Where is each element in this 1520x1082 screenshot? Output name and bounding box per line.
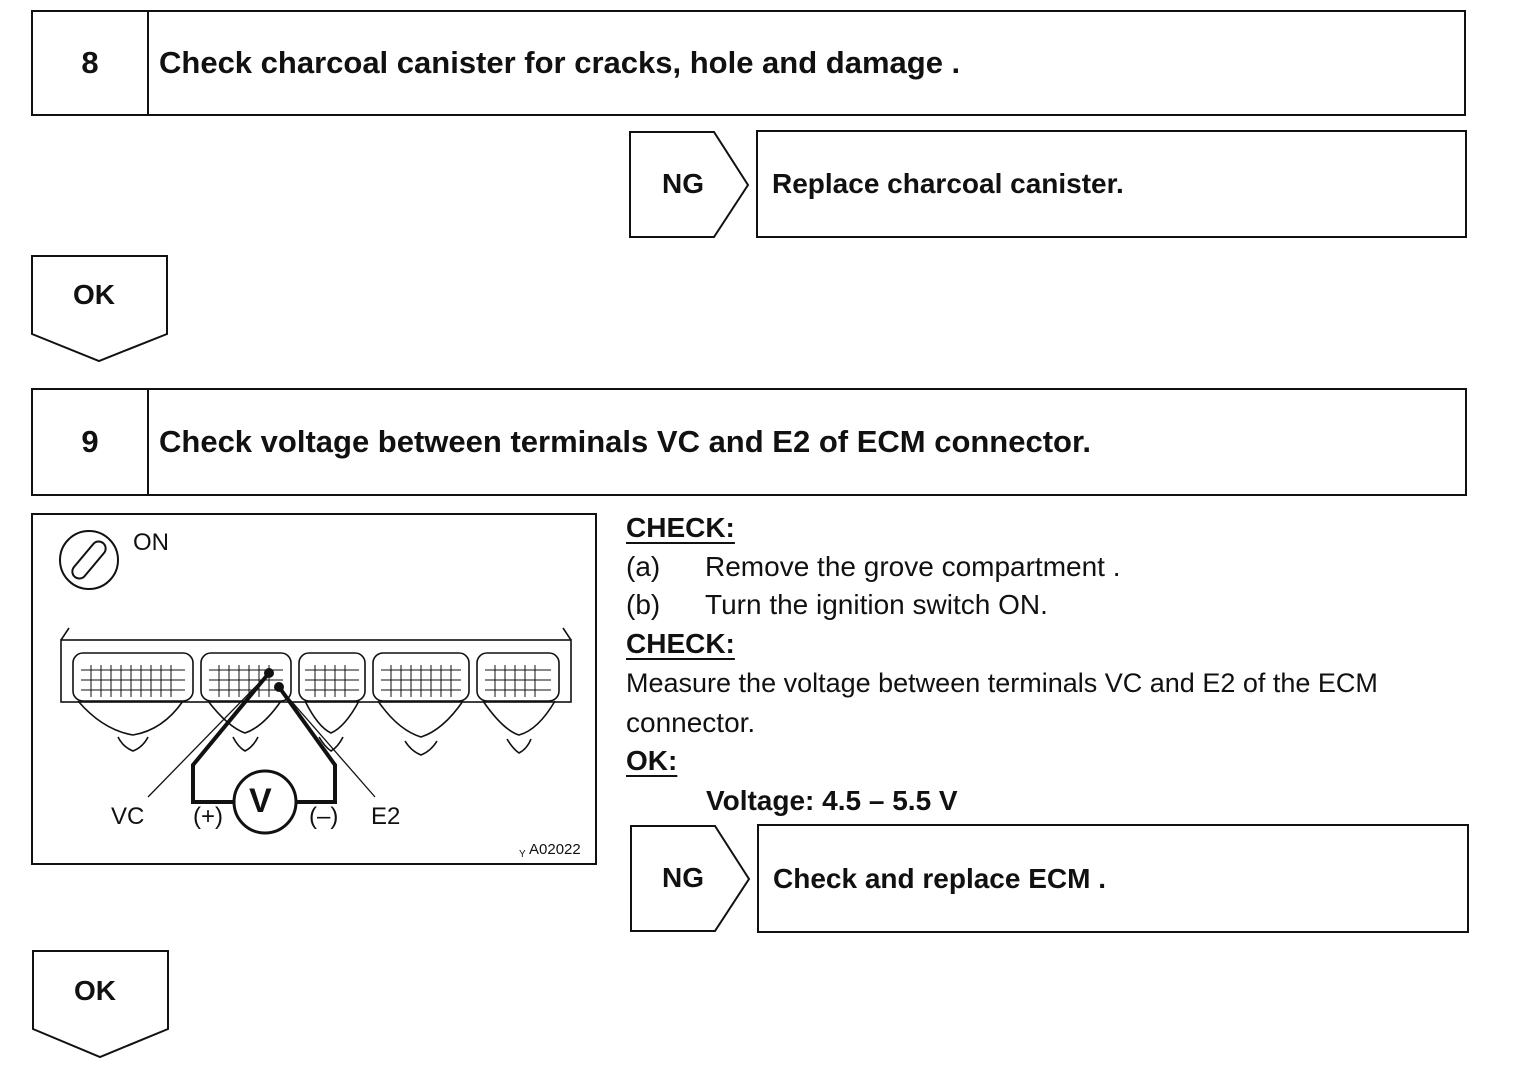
e2-label: E2 bbox=[371, 803, 401, 830]
prep-step-a-text: Remove the grove compartment . bbox=[705, 551, 1121, 582]
ng-flag-step-8 bbox=[629, 131, 750, 238]
voltmeter-icon bbox=[232, 769, 298, 835]
ng-flag-step-9 bbox=[630, 825, 751, 932]
ng-label: NG bbox=[662, 168, 704, 199]
meter-leads bbox=[191, 671, 337, 804]
plus-label: (+) bbox=[193, 803, 223, 830]
prep-step-b-marker: (b) bbox=[626, 589, 661, 620]
check-heading: CHECK: bbox=[626, 628, 735, 659]
ok-label: OK bbox=[74, 975, 116, 1006]
ng-action-step-9: Check and replace ECM . bbox=[757, 824, 1469, 933]
ignition-key-icon bbox=[59, 530, 119, 590]
check-text-line-1: Measure the voltage between terminals VC… bbox=[626, 668, 1378, 698]
prep-step-b-text: Turn the ignition switch ON. bbox=[705, 589, 1048, 620]
prep-step-a-marker: (a) bbox=[626, 551, 661, 582]
step-8-header: 8 Check charcoal canister for cracks, ho… bbox=[31, 10, 1466, 116]
ng-action-step-8: Replace charcoal canister. bbox=[756, 130, 1467, 238]
step-title: Check charcoal canister for cracks, hole… bbox=[159, 45, 961, 80]
step-number: 8 bbox=[33, 12, 149, 114]
step-number: 9 bbox=[33, 390, 149, 494]
ok-flag-step-9 bbox=[32, 950, 169, 1059]
switch-on-label: ON bbox=[133, 529, 169, 556]
voltmeter-symbol: V bbox=[249, 782, 272, 820]
step-title: Check voltage between terminals VC and E… bbox=[159, 424, 1091, 459]
ecm-connector-figure: ON V VC (+) (–) E2 Y A02022 bbox=[31, 513, 597, 865]
ok-label: OK bbox=[73, 279, 115, 310]
figure-code: A02022 bbox=[529, 841, 581, 858]
minus-label: (–) bbox=[309, 803, 339, 830]
vc-label: VC bbox=[111, 803, 145, 830]
prep-heading: CHECK: bbox=[626, 512, 735, 543]
check-text-line-2: connector. bbox=[626, 707, 756, 738]
step-9-header: 9 Check voltage between terminals VC and… bbox=[31, 388, 1467, 496]
ok-flag-step-8 bbox=[31, 255, 168, 363]
figure-prefix: Y bbox=[519, 849, 526, 860]
ok-heading: OK: bbox=[626, 745, 678, 776]
ok-spec: Voltage: 4.5 – 5.5 V bbox=[706, 785, 958, 816]
ng-label: NG bbox=[662, 862, 704, 893]
